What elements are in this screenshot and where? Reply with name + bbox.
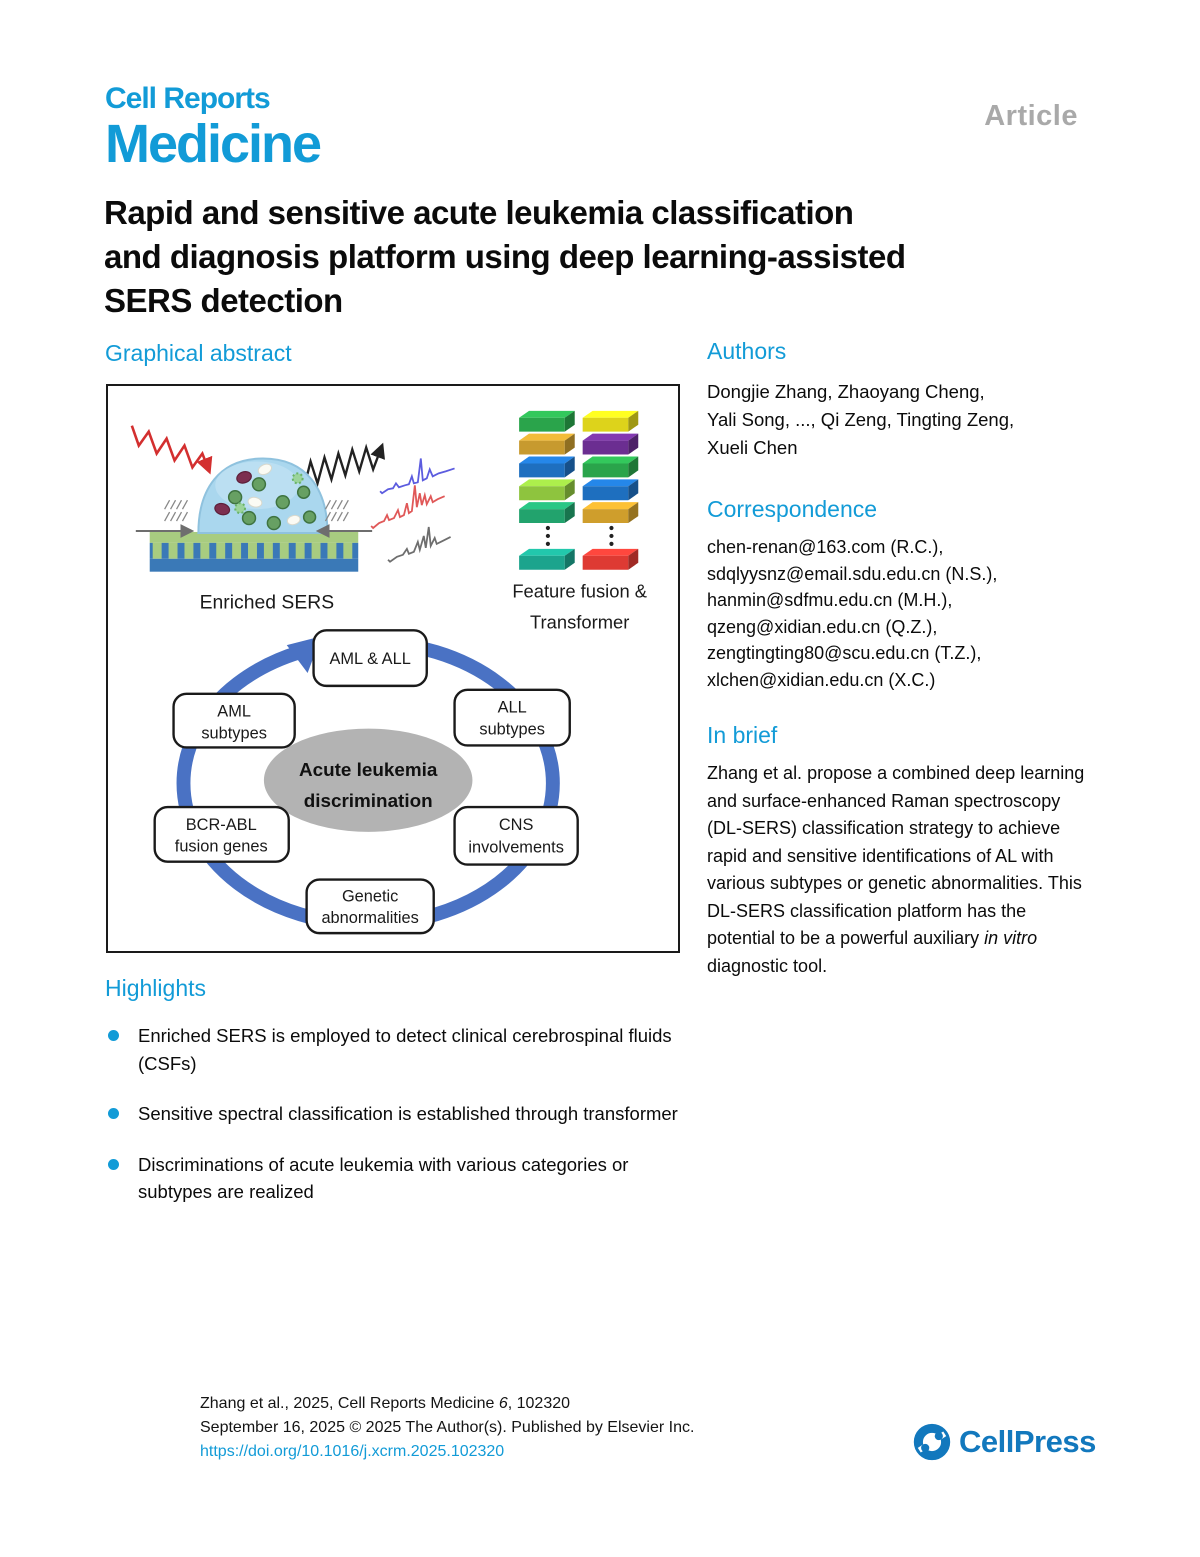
node-aml-all [312, 629, 428, 688]
in-brief-heading: In brief [707, 722, 778, 748]
author-names-line: Yali Song, ..., Qi Zeng, Tingting Zeng, [707, 409, 1015, 430]
author-names: Dongjie Zhang, Zhaoyang Cheng, Yali Song… [707, 378, 1087, 462]
correspondence-email: hanmin@sdfmu.edu.cn (M.H.), [707, 590, 953, 610]
highlight-item: Enriched SERS is employed to detect clin… [105, 1022, 690, 1077]
bullet-icon [108, 1158, 119, 1170]
citation-line: Zhang et al., 2025, Cell Reports Medicin… [200, 1392, 694, 1416]
node-bcr-abl-line2: fusion genes [175, 838, 268, 856]
correspondence-section: Correspondence chen-renan@163.com (R.C.)… [707, 496, 1087, 693]
cell-icons [227, 477, 317, 531]
ellipsis-dots-icon [545, 525, 614, 546]
cycle-nodes [153, 629, 579, 935]
authors-heading: Authors [707, 338, 787, 364]
scatter-arrow-icon [302, 442, 385, 490]
correspondence-heading: Correspondence [707, 496, 878, 522]
graphical-abstract-svg: Enriched SERS Feature fusion & Transform… [130, 410, 647, 935]
highlight-text: Sensitive spectral classification is est… [138, 1103, 678, 1124]
node-bcr-abl [153, 805, 290, 863]
enriched-sers-label: Enriched SERS [200, 591, 335, 613]
node-genetic-line1: Genetic [342, 887, 398, 905]
node-bcr-abl-line1: BCR-ABL [186, 816, 257, 834]
highlight-text: Discriminations of acute leukemia with v… [138, 1153, 629, 1203]
bullet-icon [108, 1108, 119, 1119]
author-names-line: Xueli Chen [707, 437, 798, 458]
highlight-item: Discriminations of acute leukemia with v… [105, 1151, 690, 1206]
sers-substrate [149, 531, 359, 572]
center-ellipse [263, 728, 473, 832]
in-brief-section: In brief Zhang et al. propose a combined… [707, 722, 1087, 980]
center-label-line1: Acute leukemia [299, 759, 438, 780]
feature-fusion-label-line2: Transformer [530, 611, 629, 632]
node-aml-all-label: AML & ALL [329, 650, 410, 668]
highlights-heading: Highlights [105, 975, 206, 1001]
correspondence-email: xlchen@xidian.edu.cn (X.C.) [707, 669, 936, 690]
node-aml-subtypes-line1: AML [217, 703, 251, 721]
author-names-line: Dongjie Zhang, Zhaoyang Cheng, [707, 381, 985, 402]
title-line: SERS detection [104, 282, 343, 319]
cellpress-logo: CellPress [912, 1422, 1096, 1462]
cellpress-swirl-icon [913, 1423, 951, 1461]
virus-icons [234, 472, 304, 515]
node-genetic-line2: abnormalities [321, 909, 418, 927]
citation-text: Zhang et al., 2025, Cell Reports Medicin… [200, 1395, 499, 1412]
volume-number: 6 [498, 1395, 508, 1412]
doi-link[interactable]: https://doi.org/10.1016/j.xcrm.2025.1023… [200, 1443, 505, 1460]
cellpress-wordmark: CellPress [959, 1424, 1096, 1459]
graphical-abstract-heading: Graphical abstract [105, 340, 292, 366]
in-brief-text: Zhang et al. propose a combined deep lea… [707, 760, 1085, 980]
laser-arrow-icon [130, 425, 213, 475]
journal-name-line1: Cell Reports [105, 82, 271, 115]
node-all-subtypes [453, 688, 571, 747]
feature-stack-right [582, 410, 639, 570]
citation-footer: Zhang et al., 2025, Cell Reports Medicin… [200, 1392, 694, 1464]
node-cns-line2: involvements [468, 839, 564, 857]
graphical-abstract-figure: Enriched SERS Feature fusion & Transform… [106, 384, 680, 953]
journal-logo: Cell Reports Medicine [105, 82, 322, 174]
journal-name-line2: Medicine [105, 114, 322, 174]
in-brief-italic: in vitro [984, 928, 1038, 948]
node-genetic [305, 878, 435, 935]
article-type-label: Article [984, 100, 1078, 132]
node-all-subtypes-line1: ALL [498, 699, 527, 717]
title-line: Rapid and sensitive acute leukemia class… [104, 194, 854, 231]
feature-fusion-label-line1: Feature fusion & [512, 581, 647, 602]
right-column: Authors Dongjie Zhang, Zhaoyang Cheng, Y… [707, 338, 1087, 980]
bullet-icon [108, 1030, 119, 1041]
copyright-line: September 16, 2025 © 2025 The Author(s).… [200, 1419, 695, 1436]
node-cns-line1: CNS [499, 816, 534, 834]
spectra-plot [370, 458, 455, 563]
droplet-illustration [197, 457, 329, 534]
in-brief-text-before: Zhang et al. propose a combined deep lea… [707, 763, 1085, 948]
node-aml-subtypes [172, 692, 296, 749]
node-aml-subtypes-line2: subtypes [201, 725, 267, 743]
correspondence-emails: chen-renan@163.com (R.C.), sdqlyysnz@ema… [707, 534, 1087, 693]
in-brief-text-after: diagnostic tool. [707, 955, 828, 976]
authors-section: Authors Dongjie Zhang, Zhaoyang Cheng, Y… [707, 338, 1087, 462]
white-cell-icons [247, 463, 301, 526]
maroon-cell-icons [214, 471, 252, 516]
article-number: , 102320 [507, 1395, 571, 1412]
correspondence-email: zengtingting80@scu.edu.cn (T.Z.), [707, 643, 982, 663]
highlight-text: Enriched SERS is employed to detect clin… [138, 1025, 672, 1074]
page-title: Rapid and sensitive acute leukemia class… [104, 191, 906, 323]
correspondence-email: sdqlyysnz@email.sdu.edu.cn (N.S.), [707, 563, 998, 584]
correspondence-email: qzeng@xidian.edu.cn (Q.Z.), [707, 616, 938, 637]
title-line: and diagnosis platform using deep learni… [104, 238, 906, 275]
highlight-item: Sensitive spectral classification is est… [105, 1100, 690, 1128]
center-label-line2: discrimination [304, 790, 433, 811]
feature-stack-left [519, 410, 575, 570]
correspondence-email: chen-renan@163.com (R.C.), [707, 537, 944, 557]
highlights-section: Highlights Enriched SERS is employed to … [105, 975, 690, 1229]
node-all-subtypes-line2: subtypes [479, 721, 545, 739]
evaporation-hatch-icons [164, 499, 349, 522]
node-cns [453, 805, 579, 866]
